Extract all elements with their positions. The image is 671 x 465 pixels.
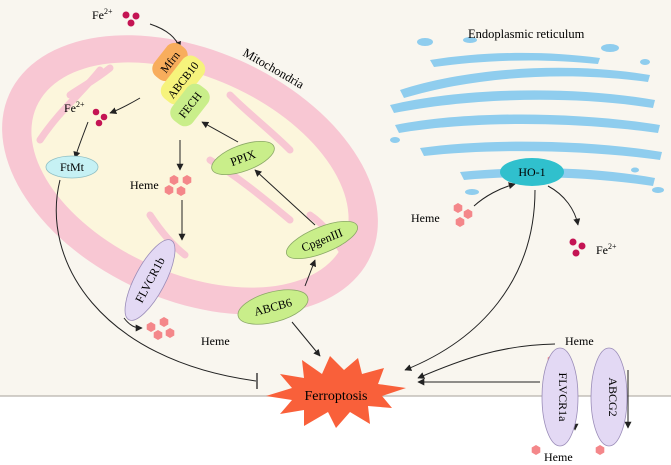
heme-right-top-label: Heme — [565, 334, 594, 348]
inhibit-ftmt-to-ferroptosis — [55, 179, 257, 382]
arrow-heme-to-ho1 — [473, 182, 516, 207]
fech-enzyme — [170, 83, 210, 127]
ppix-oval — [211, 140, 275, 176]
ftmt-label: FtMt — [60, 160, 85, 174]
arrow-ho1-to-fe — [547, 185, 581, 226]
arrow-cpgeniii-to-ppix — [254, 169, 316, 226]
cpgeniii-oval — [286, 220, 358, 260]
arrow-abcb6-to-ferroptosis — [291, 321, 321, 357]
heme-right-bottom-label: Heme — [544, 450, 573, 464]
ferroptosis-burst — [266, 356, 406, 428]
abcb10-transporter — [160, 55, 206, 105]
ho1-oval — [500, 158, 564, 186]
mitochondrion-matrix — [31, 62, 349, 288]
arrow-abcb6-to-cpgeniii — [304, 259, 317, 287]
abcg2-label: ABCG2 — [606, 377, 620, 416]
fe-inner-label: Fe2+ — [64, 100, 85, 115]
abcb6-oval — [237, 289, 309, 325]
ho1-label: HO-1 — [518, 165, 545, 179]
arrow-fe-to-ftmt — [73, 121, 89, 159]
ferroptosis-label: Ferroptosis — [305, 389, 368, 404]
ftmt-oval — [45, 155, 99, 179]
mfrn-transporter — [152, 42, 188, 82]
flvcr1b-oval — [124, 239, 176, 321]
arrow-ppix-to-fech — [201, 121, 239, 143]
fe-top-label: Fe2+ — [92, 7, 113, 22]
flvcr1a-label: FLVCR1a — [556, 373, 570, 423]
fe-er-label: Fe2+ — [596, 242, 617, 257]
endoplasmic-reticulum-label: Endoplasmic reticulum — [468, 27, 585, 41]
abcg2-oval — [590, 347, 628, 447]
flvcr1a-oval — [541, 347, 579, 447]
arrow-mfrn-to-fe — [109, 97, 141, 115]
arrows — [55, 23, 632, 431]
arrow-flvcr1b-to-heme — [123, 317, 143, 332]
arrow-ho1-to-ferroptosis — [404, 189, 536, 371]
heme-outside-label: Heme — [201, 334, 230, 348]
heme-er-label: Heme — [411, 211, 440, 225]
iron-cluster-inner — [92, 108, 108, 127]
arrow-heme-to-ferroptosis-upper — [417, 343, 556, 379]
heme-inner-label: Heme — [130, 178, 159, 192]
iron-cluster-er — [569, 238, 586, 257]
iron-cluster-top — [122, 11, 140, 27]
